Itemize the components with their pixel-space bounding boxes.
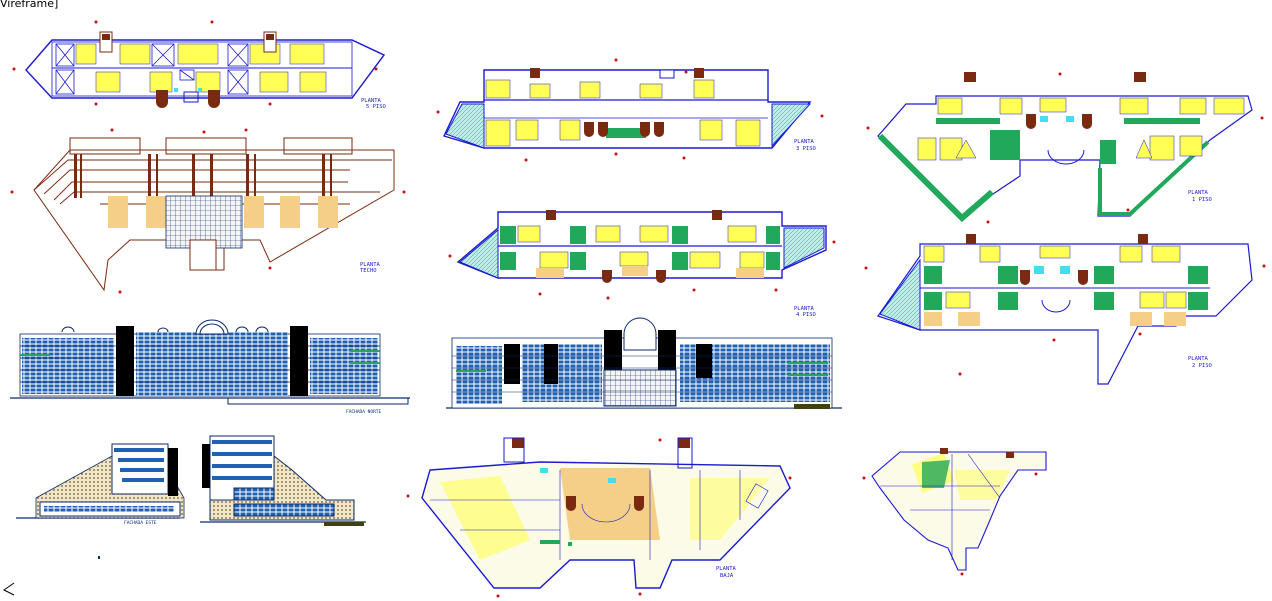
stray-mark xyxy=(98,556,100,559)
plan-2nd-floor-title-1: PLANTA xyxy=(1188,356,1209,362)
plan-4th-floor-title-1: PLANTA xyxy=(794,306,815,312)
east-facade-elevations[interactable]: FACHADA ESTE xyxy=(16,435,366,526)
plan-5th-floor-title-2: 5 PISO xyxy=(366,104,386,110)
plan-5th-floor-title-1: PLANTA xyxy=(361,98,382,104)
plan-ground-floor[interactable]: PLANTA BAJA xyxy=(406,437,792,598)
ucs-icon xyxy=(3,582,15,596)
plan-roof-title-1: PLANTA xyxy=(360,262,381,268)
plan-roof-title-2: TECHO xyxy=(360,268,377,274)
plan-4th-floor[interactable]: PLANTA 4 PISO xyxy=(448,210,836,318)
plan-small-partial[interactable] xyxy=(862,448,1047,576)
plan-3rd-floor-title-2: 3 PISO xyxy=(796,146,816,152)
plan-1st-floor[interactable]: PLANTA 1 PISO xyxy=(866,72,1264,224)
east-facade-title: FACHADA ESTE xyxy=(124,520,157,526)
plan-1st-floor-title-1: PLANTA xyxy=(1188,190,1209,196)
plan-1st-floor-title-2: 1 PISO xyxy=(1192,197,1212,203)
plan-2nd-floor-title-2: 2 PISO xyxy=(1192,363,1212,369)
plan-5th-floor[interactable]: PLANTA 5 PISO xyxy=(12,20,386,111)
viewport-visual-style-label[interactable]: Vireframe] xyxy=(0,0,59,10)
plan-roof[interactable]: PLANTA TECHO xyxy=(10,128,406,294)
plan-ground-floor-title-1: PLANTA xyxy=(716,566,737,572)
main-facade-elevation[interactable] xyxy=(446,317,842,409)
plan-ground-floor-title-2: BAJA xyxy=(720,573,734,579)
north-facade-elevation[interactable]: FACHADA NORTE xyxy=(10,319,410,415)
north-facade-title: FACHADA NORTE xyxy=(346,409,382,415)
plan-2nd-floor[interactable]: PLANTA 2 PISO xyxy=(864,234,1266,385)
plan-4th-floor-title-2: 4 PISO xyxy=(796,312,816,318)
plan-3rd-floor[interactable]: PLANTA 3 PISO xyxy=(436,58,824,162)
plan-3rd-floor-title-1: PLANTA xyxy=(794,139,815,145)
